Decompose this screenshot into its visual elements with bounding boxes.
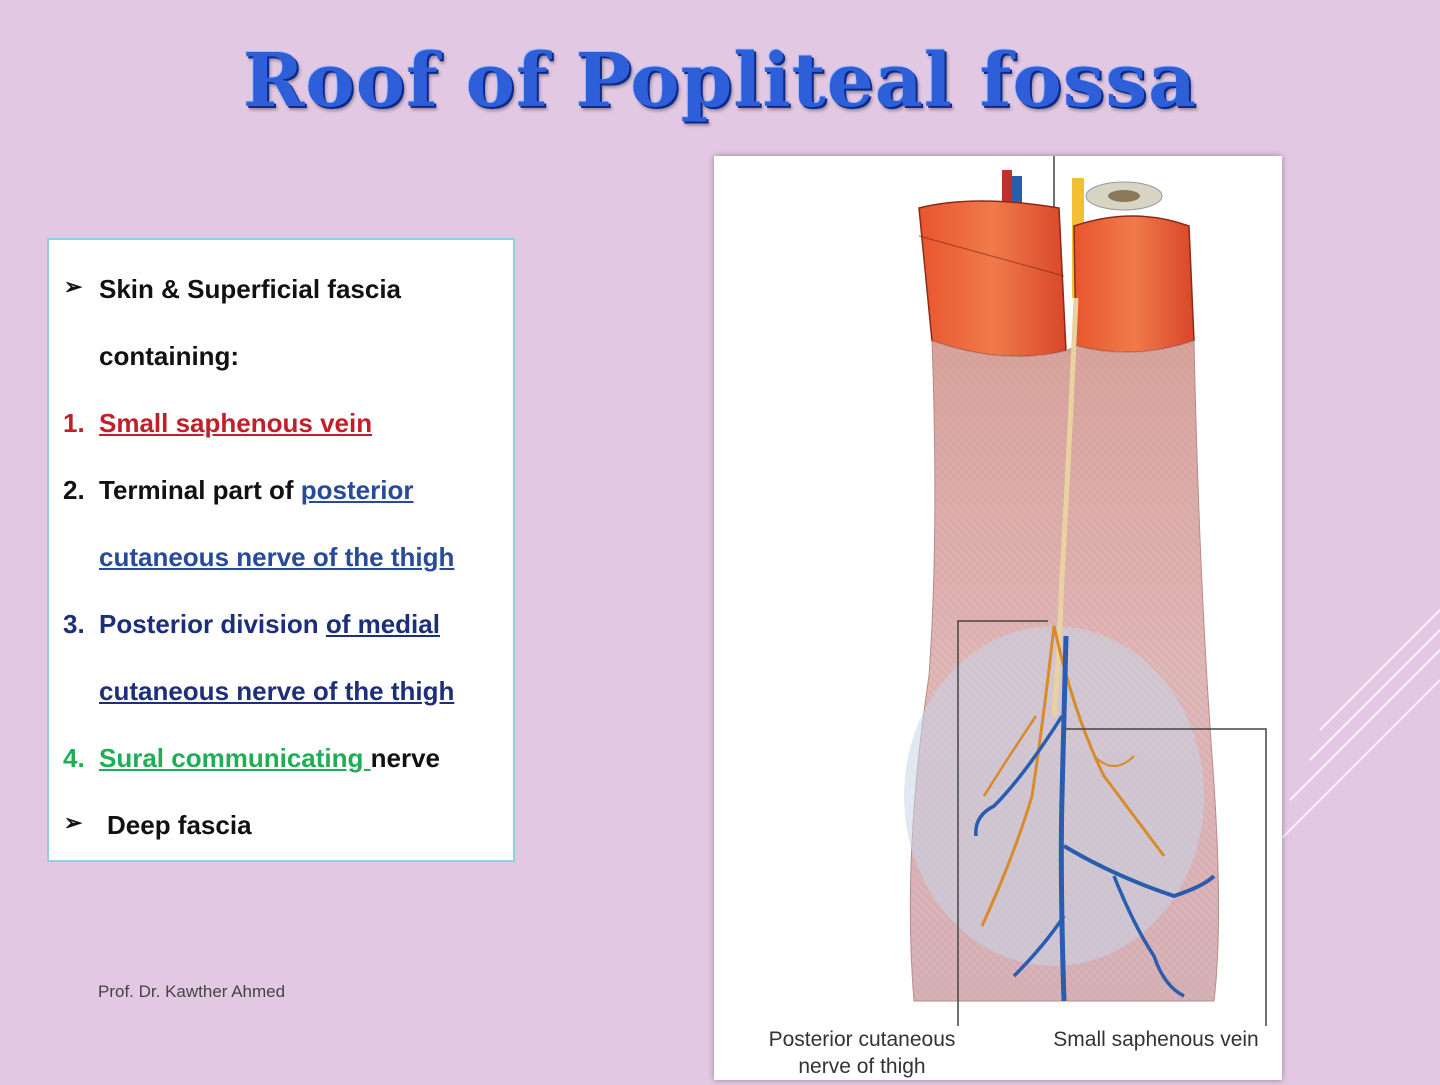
item-4-text: Sural communicating nerve: [99, 743, 440, 774]
item-number: 1.: [63, 408, 85, 438]
item-2-plain: Terminal part of: [99, 475, 301, 505]
item-number: 2.: [63, 475, 85, 505]
deep-fascia-label: Deep fascia: [107, 810, 252, 840]
caption-left-line1: Posterior cutaneous: [768, 1028, 956, 1051]
content-box: ➢ Skin & Superficial fascia containing: …: [47, 238, 515, 862]
item-4-plain: nerve: [370, 743, 440, 773]
caption-left-line2: nerve of thigh: [798, 1055, 926, 1078]
item-3-plain: Posterior division: [99, 609, 326, 639]
item-2-text: Terminal part of posterior: [99, 475, 413, 506]
popliteal-illustration: [904, 156, 1267, 1026]
item-3-link-cont[interactable]: cutaneous nerve of the thigh: [99, 676, 455, 706]
caption-posterior-cutaneous-nerve: Posterior cutaneous nerve of thigh: [728, 1026, 996, 1080]
item-number: 4.: [63, 743, 85, 773]
caption-small-saphenous-vein: Small saphenous vein: [1053, 1028, 1259, 1051]
item-3-text: Posterior division of medial: [99, 609, 440, 640]
slide-title: Roof of Popliteal fossa: [242, 38, 1198, 124]
anatomy-figure: Posterior cutaneous nerve of thigh Small…: [714, 156, 1282, 1080]
arrow-bullet-icon: ➢: [64, 810, 83, 835]
arrow-bullet-icon: ➢: [64, 274, 83, 299]
item-2-link-cont[interactable]: cutaneous nerve of the thigh: [99, 542, 455, 572]
author-footer: Prof. Dr. Kawther Ahmed: [98, 982, 286, 1001]
item-2-link[interactable]: posterior: [300, 475, 414, 505]
containing-label: containing:: [99, 341, 240, 371]
item-3-link[interactable]: of medial: [325, 609, 440, 639]
item-4-link[interactable]: Sural communicating: [99, 743, 371, 773]
decorative-lines-icon: [1280, 609, 1440, 841]
item-1-link[interactable]: Small saphenous vein: [99, 408, 373, 438]
item-number: 3.: [63, 609, 85, 639]
skin-label: Skin & Superficial fascia: [99, 274, 402, 304]
